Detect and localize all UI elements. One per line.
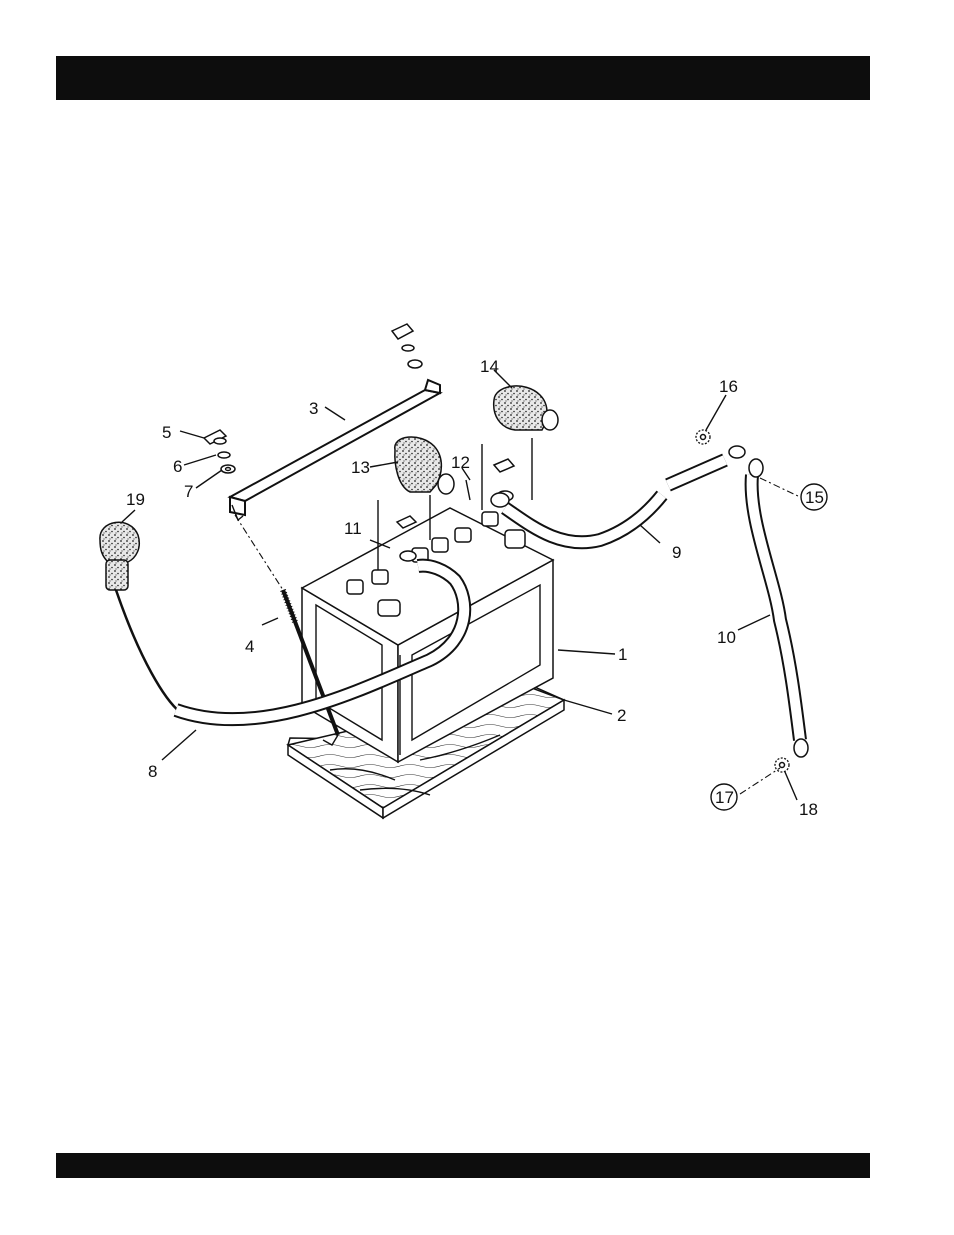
callout-16: 16	[719, 377, 738, 396]
terminal-boot-13	[395, 437, 454, 494]
callout-15: 15	[805, 488, 824, 507]
wing-nut-right	[392, 324, 422, 368]
callout-19: 19	[126, 490, 145, 509]
callout-8: 8	[148, 762, 157, 781]
flat-washer-left	[221, 465, 235, 473]
callout-9: 9	[672, 543, 681, 562]
terminal-boot-14	[494, 386, 558, 430]
rod-centerline	[235, 515, 283, 590]
callout-7: 7	[184, 482, 193, 501]
callout-11: 11	[344, 519, 362, 538]
callout-3: 3	[309, 399, 318, 418]
callout-18: 18	[799, 800, 818, 819]
callout-4: 4	[245, 637, 254, 656]
callout-14: 14	[480, 357, 499, 376]
clamp-guide-a	[466, 480, 470, 500]
callout-10: 10	[717, 628, 736, 647]
callout-1: 1	[618, 645, 627, 664]
lock-washer-left	[218, 452, 230, 458]
cable-10	[749, 459, 808, 757]
callout-6: 6	[173, 457, 182, 476]
callout-2: 2	[617, 706, 626, 725]
callout-5: 5	[162, 423, 171, 442]
footer-bar	[56, 1153, 870, 1178]
cable-boot-19	[100, 522, 139, 590]
callout-13: 13	[351, 458, 370, 477]
cable-end-segment	[668, 446, 745, 485]
callout-17: 17	[715, 788, 734, 807]
wing-nut-left	[204, 430, 226, 444]
star-washer-18	[775, 758, 789, 772]
callout-12: 12	[451, 453, 470, 472]
star-washer-16	[696, 430, 710, 444]
